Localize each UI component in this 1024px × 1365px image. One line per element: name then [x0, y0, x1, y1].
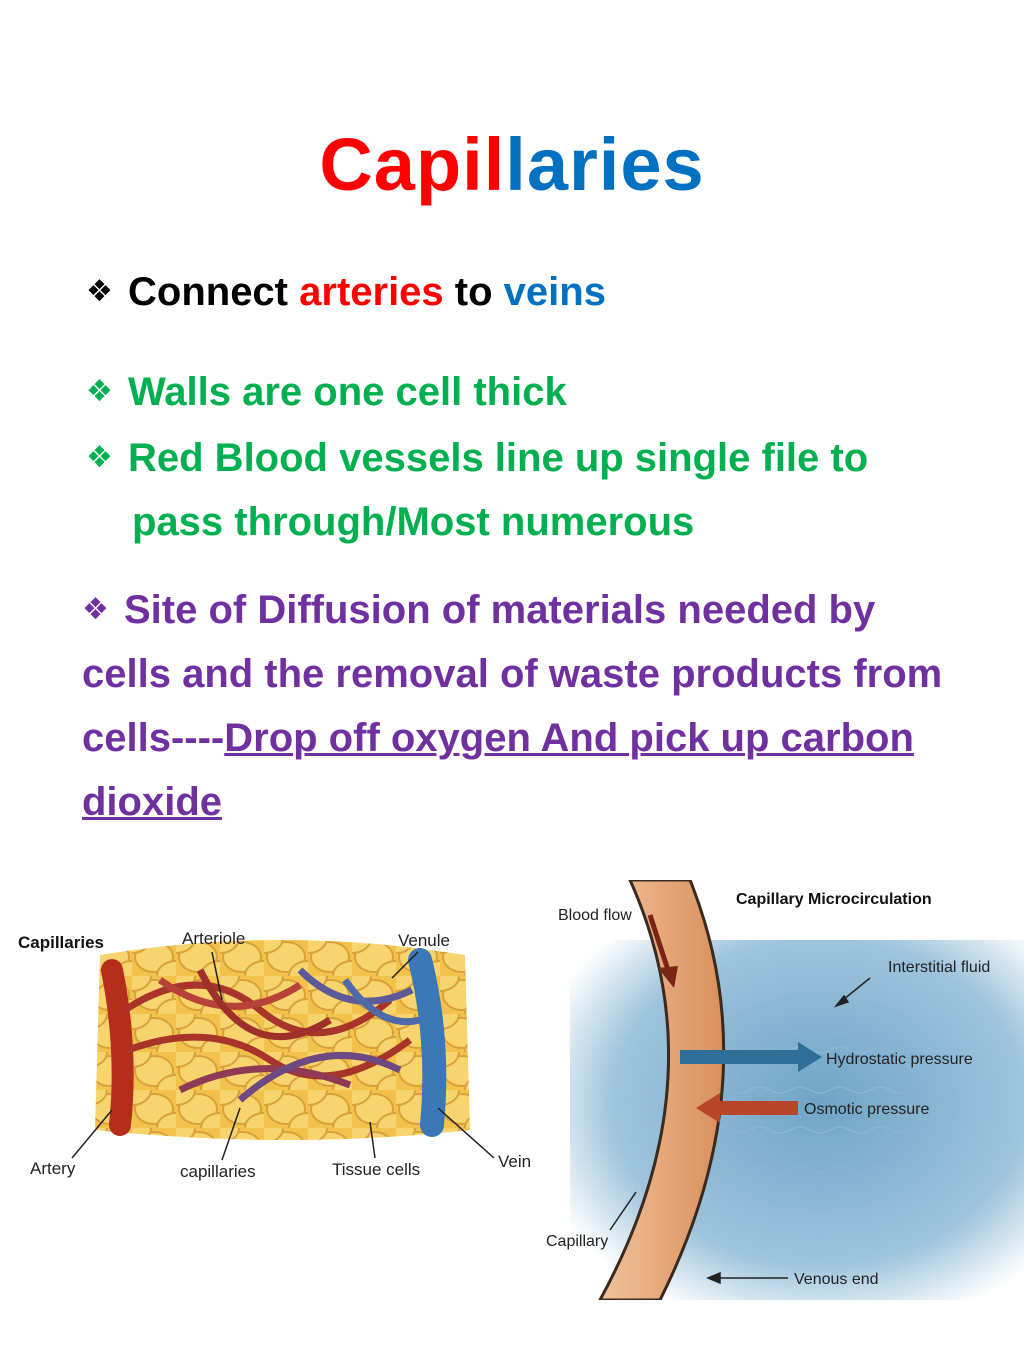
- microcirculation-diagram: Capillary Microcirculation Blood flow In…: [546, 880, 1024, 1300]
- capillary-vessel: [598, 880, 726, 1300]
- diffusion-underlined-text: Drop off oxygen And pick up carbon dioxi…: [82, 716, 914, 824]
- hydrostatic-arrow: [680, 1042, 822, 1072]
- leader-lines: [71, 951, 495, 1161]
- diamond-bullet-icon: ❖: [86, 275, 113, 308]
- vein-vessel: [408, 948, 447, 1137]
- rbc-line-2: pass through/Most numerous: [132, 500, 695, 544]
- label-venule: Venule: [398, 931, 450, 950]
- blood-flow-arrow: [647, 914, 678, 988]
- slide-title: Capillaries: [0, 128, 1024, 202]
- label-osmotic-pressure: Osmotic pressure: [804, 1101, 929, 1118]
- label-arteriole: Arteriole: [182, 929, 245, 948]
- label-blood-flow: Blood flow: [558, 907, 632, 924]
- diffusion-text: Site of Diffusion of materials needed by…: [82, 588, 943, 760]
- label-artery: Artery: [30, 1159, 76, 1178]
- diamond-bullet-icon: ❖: [86, 375, 113, 408]
- connect-word: Connect: [128, 270, 300, 314]
- diamond-bullet-icon: ❖: [82, 593, 109, 626]
- label-hydrostatic-pressure: Hydrostatic pressure: [826, 1051, 973, 1068]
- artery-vessel: [101, 959, 134, 1136]
- bullet-red-blood: ❖ Red Blood vessels line up single file t…: [86, 426, 986, 554]
- title-part-red: Capil: [319, 123, 506, 206]
- capillary-network: [123, 967, 421, 1103]
- rbc-line-1: Red Blood vessels line up single file to: [128, 436, 869, 480]
- label-venous-end: Venous end: [794, 1271, 879, 1288]
- walls-text: Walls are one cell thick: [128, 370, 567, 414]
- right-heading: Capillary Microcirculation: [736, 891, 932, 908]
- to-word: to: [443, 270, 504, 314]
- label-tissue-cells: Tissue cells: [332, 1160, 420, 1179]
- label-interstitial-fluid: Interstitial fluid: [888, 959, 990, 976]
- capillary-bed-diagram: Capillaries Arteriole Venule Artery capi…: [18, 929, 531, 1181]
- osmotic-arrow: [696, 1093, 798, 1123]
- bullet-connect: ❖ Connect arteries to veins: [86, 260, 606, 324]
- label-vein: Vein: [498, 1152, 531, 1171]
- diamond-bullet-icon: ❖: [86, 441, 113, 474]
- veins-word: veins: [503, 270, 606, 314]
- bullet-diffusion: ❖Site of Diffusion of materials needed b…: [82, 578, 962, 834]
- left-heading: Capillaries: [18, 933, 104, 952]
- arteries-word: arteries: [299, 270, 444, 314]
- label-capillaries: capillaries: [180, 1162, 256, 1181]
- bullet-walls: ❖ Walls are one cell thick: [86, 360, 986, 424]
- right-leader-lines: [609, 977, 871, 1285]
- title-part-blue: laries: [505, 123, 705, 206]
- label-capillary: Capillary: [546, 1233, 608, 1250]
